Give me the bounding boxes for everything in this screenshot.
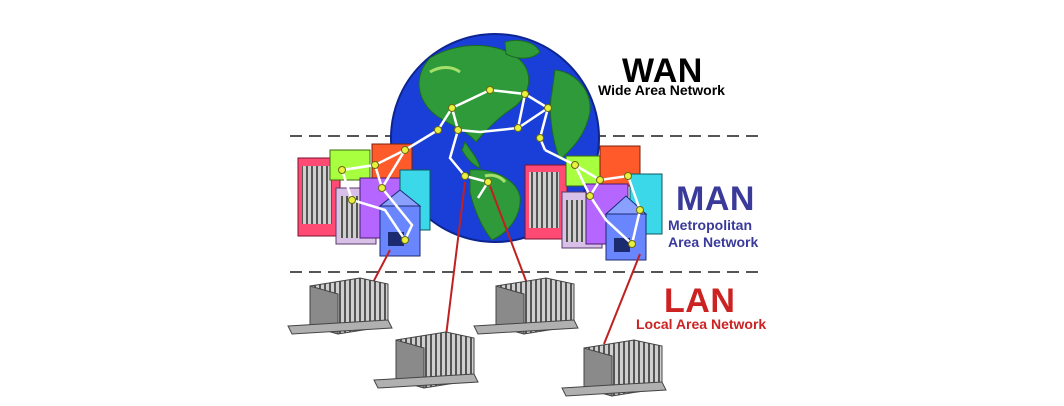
office-building-icon — [373, 331, 479, 389]
lan-subtitle: Local Area Network — [636, 316, 767, 332]
man-title: MAN — [676, 180, 755, 218]
wan-title: WAN — [622, 52, 703, 90]
network-nodes — [338, 86, 644, 248]
city-cluster-icon — [524, 145, 663, 261]
city-cluster-icon — [297, 143, 431, 257]
lan-title: LAN — [664, 282, 736, 320]
office-building-icon — [473, 277, 579, 335]
office-building-icon — [287, 277, 393, 335]
man-subtitle-line1: Metropolitan — [668, 217, 752, 233]
office-building-icon — [561, 339, 667, 397]
wan-subtitle: Wide Area Network — [598, 82, 725, 98]
man-subtitle-line2: Area Network — [668, 234, 759, 250]
